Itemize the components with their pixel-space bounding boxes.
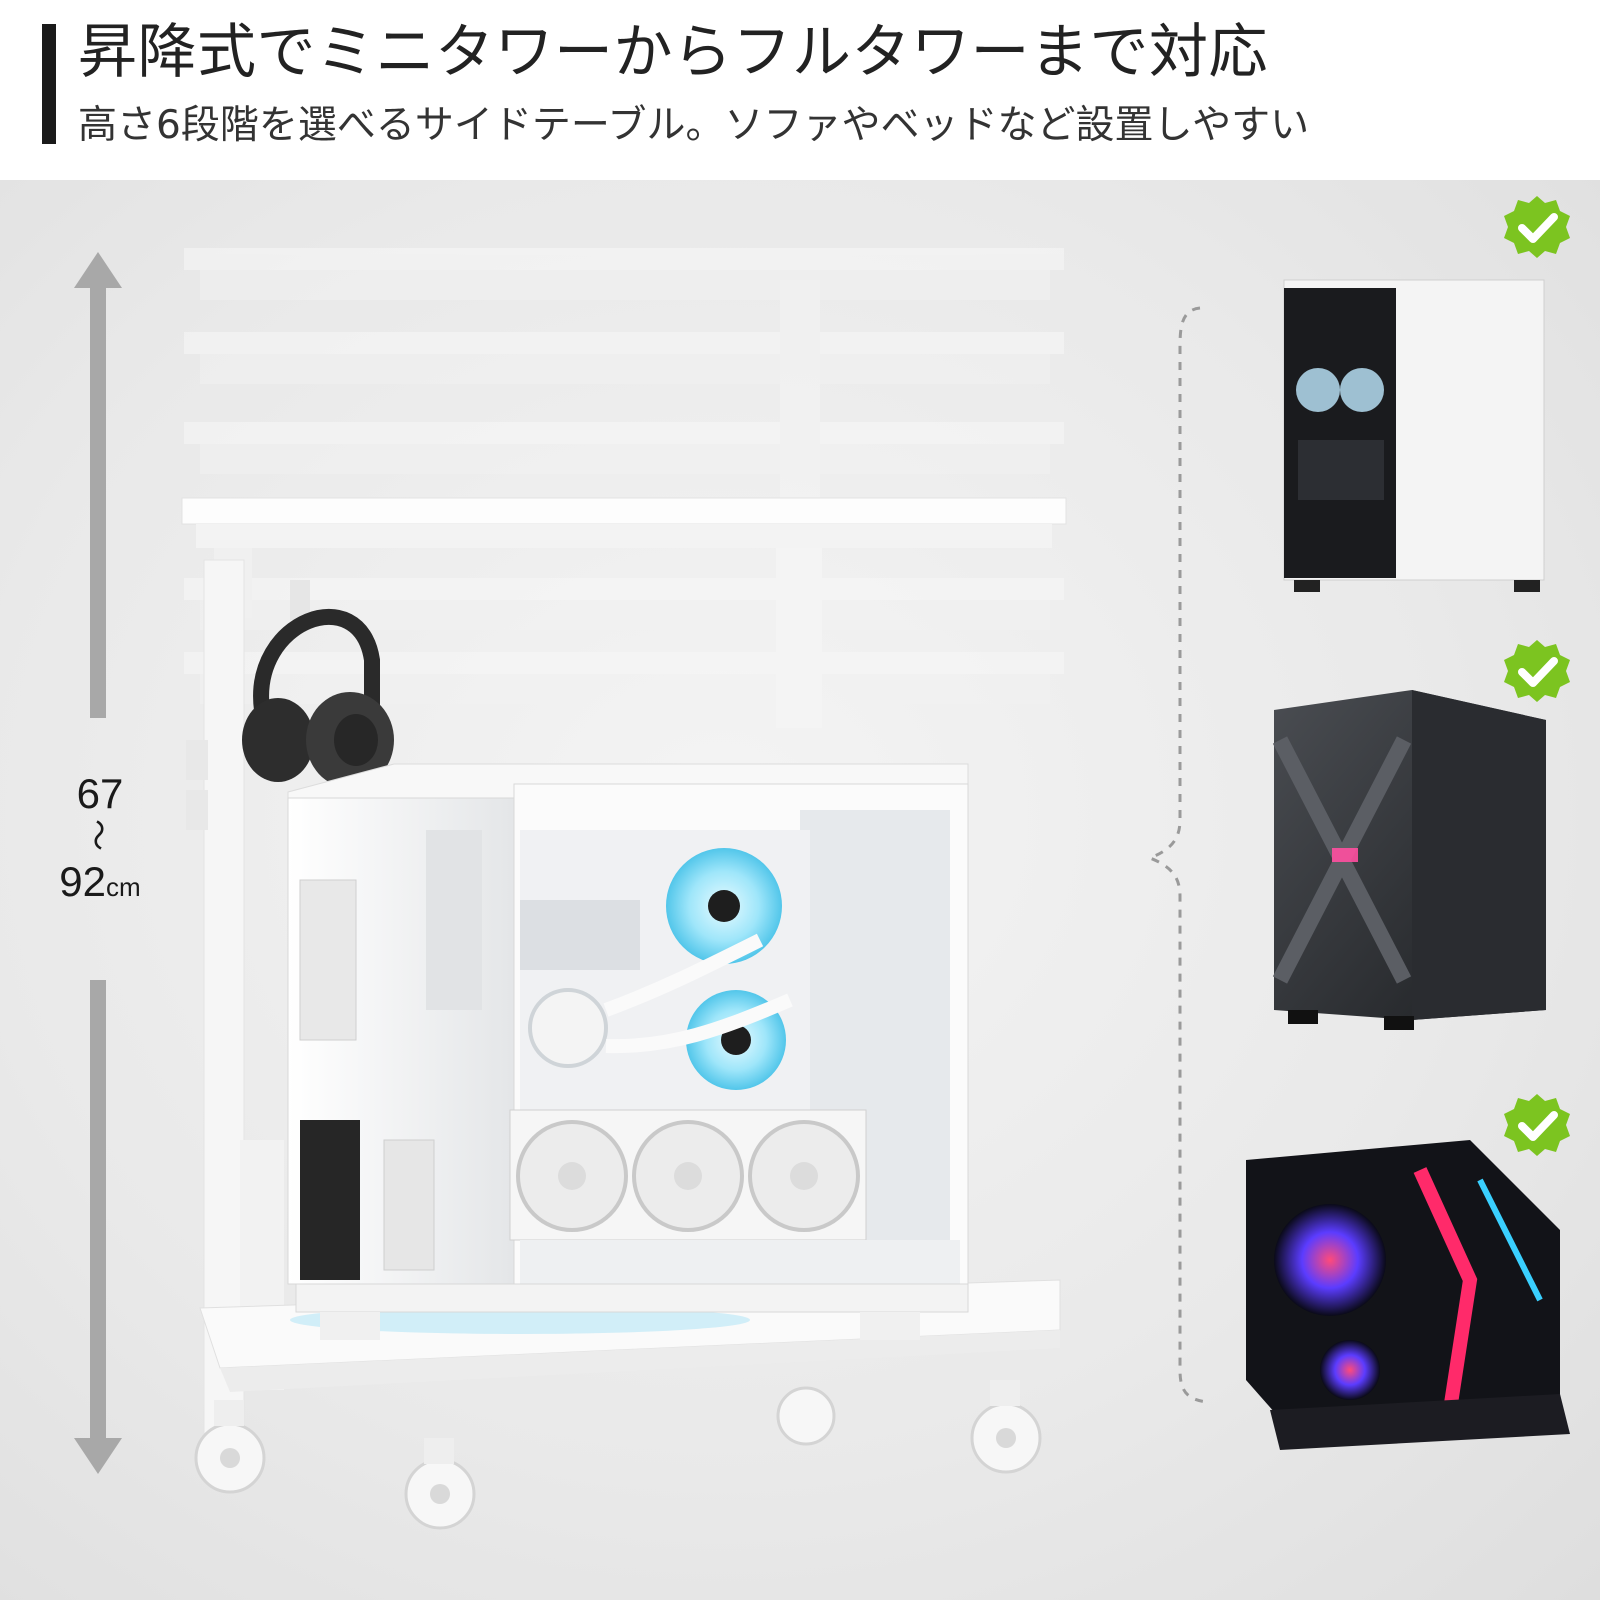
product-scene: 67 ～ 92cm bbox=[0, 180, 1600, 1600]
page-title: 昇降式でミニタワーからフルタワーまで対応 bbox=[78, 17, 1269, 86]
header-accent-bar bbox=[42, 24, 56, 144]
double-arrow-icon bbox=[74, 252, 122, 1474]
check-icon bbox=[1504, 640, 1570, 702]
height-min-label: 67 bbox=[76, 770, 124, 817]
height-max-value: 92 bbox=[59, 858, 107, 905]
casters bbox=[194, 1380, 1042, 1530]
header: 昇降式でミニタワーからフルタワーまで対応 高さ6段階を選べるサイドテーブル。ソフ… bbox=[0, 0, 1600, 180]
page-subtitle: 高さ6段階を選べるサイドテーブル。ソファやベッドなど設置しやすい bbox=[78, 103, 1310, 148]
pc-case-mini-tower bbox=[1283, 279, 1545, 592]
pc-case-white bbox=[287, 763, 969, 1340]
table-height-levels bbox=[184, 248, 1064, 720]
headphones-icon bbox=[242, 580, 394, 788]
height-unit: cm bbox=[106, 872, 141, 902]
check-icon bbox=[1504, 1094, 1570, 1156]
product-illustration bbox=[74, 248, 1570, 1530]
pc-case-mid-tower bbox=[1272, 690, 1546, 1030]
brace-icon bbox=[1145, 306, 1209, 1404]
pc-case-full-tower bbox=[1246, 1140, 1570, 1450]
height-max-label: 92cm bbox=[40, 858, 160, 906]
check-icon bbox=[1504, 196, 1570, 258]
